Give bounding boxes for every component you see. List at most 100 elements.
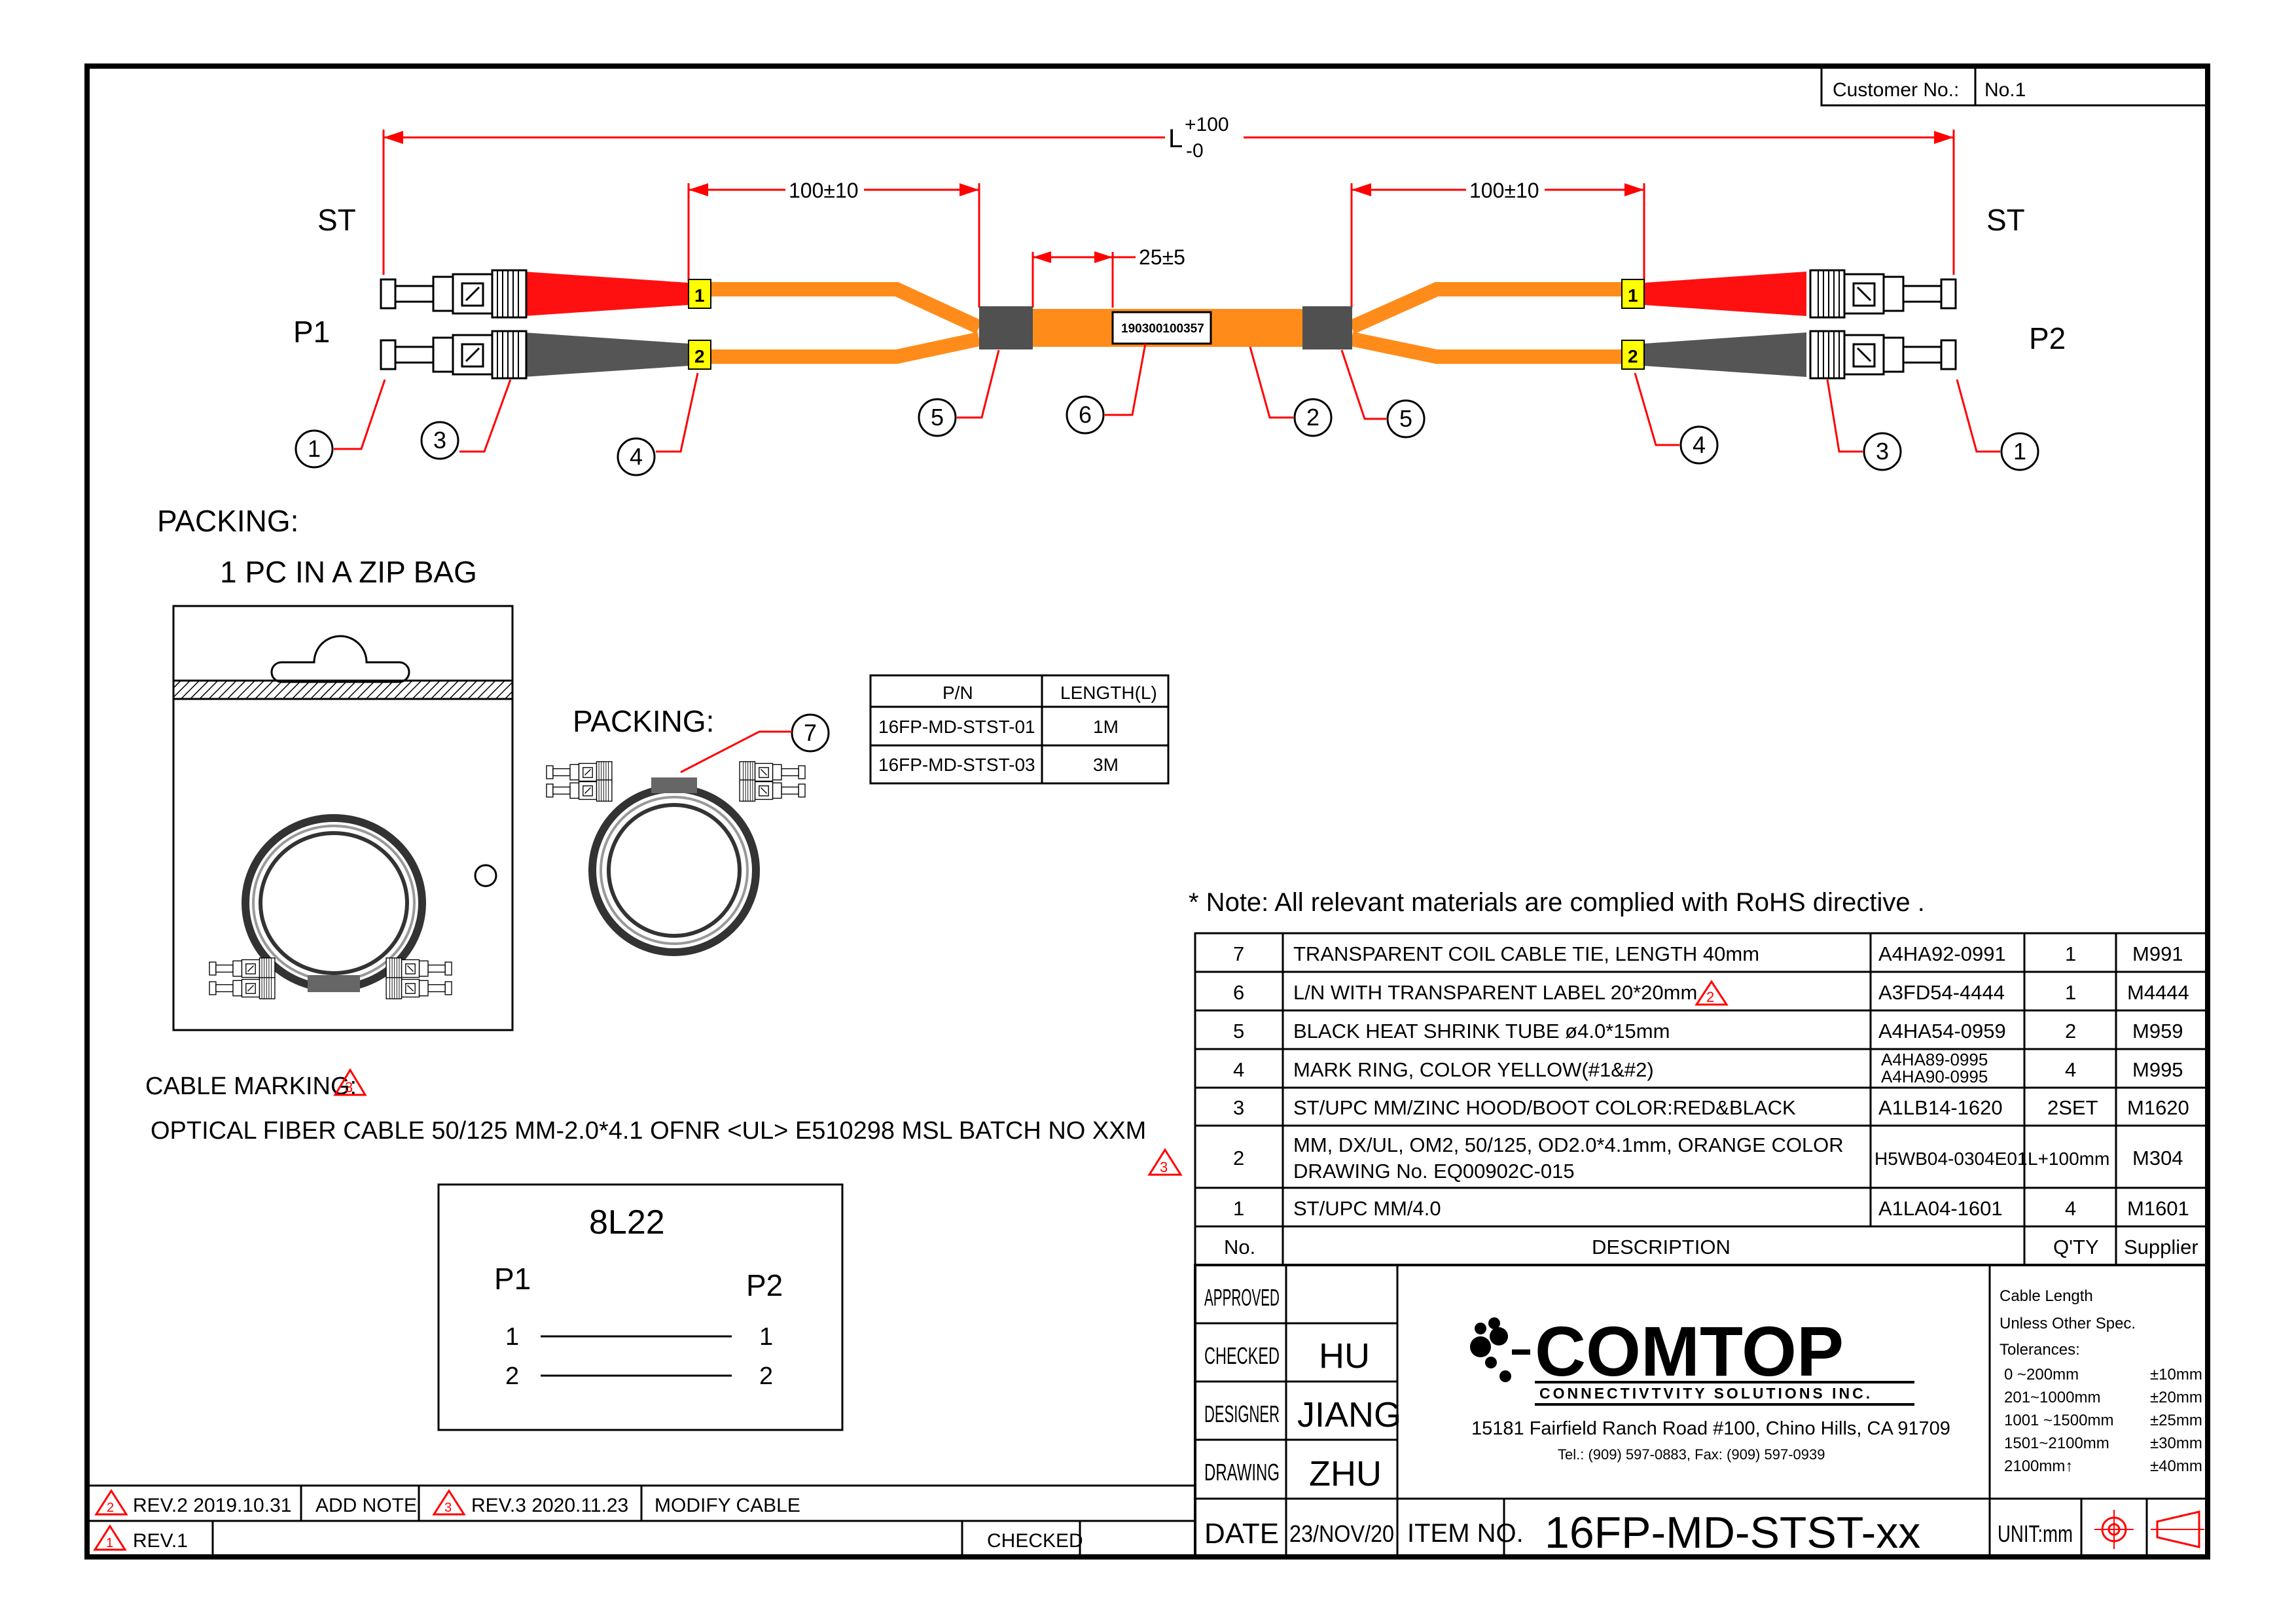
part-number-table: P/N LENGTH(L) 16FP-MD-STST-01 1M 16FP-MD… bbox=[869, 674, 1170, 785]
coil-packing-title: PACKING: bbox=[573, 704, 714, 738]
st-connector-left-1 bbox=[380, 269, 528, 319]
bom-header-no: No. bbox=[1224, 1236, 1255, 1258]
polarity-left-label: P1 bbox=[494, 1262, 531, 1296]
rev1-mark: 1 bbox=[106, 1536, 113, 1550]
balloon-1-right-text: 1 bbox=[2013, 438, 2026, 465]
right-connector-type: ST bbox=[1986, 203, 2025, 237]
tolerance-title-1: Cable Length bbox=[2000, 1287, 2093, 1305]
marker-ring-2-left-label: 2 bbox=[694, 346, 705, 366]
label-position-value: 25±5 bbox=[1139, 245, 1185, 269]
rev3-mark: 3 bbox=[444, 1501, 452, 1515]
heat-shrink-right bbox=[1302, 306, 1352, 349]
polarity-left-pin-1: 1 bbox=[505, 1323, 519, 1351]
tolerance-value-1: ±10mm bbox=[2150, 1366, 2202, 1383]
bom-row-4-part: A4HA89-0995 bbox=[1881, 1050, 1988, 1069]
bom-row-7-qty: 1 bbox=[2065, 942, 2076, 965]
breakout-dimension-right: 100±10 bbox=[1350, 179, 1645, 308]
company-contact: Tel.: (909) 597-0883, Fax: (909) 597-093… bbox=[1558, 1446, 1825, 1463]
rev2-note: ADD NOTE bbox=[315, 1495, 417, 1516]
pn-row-1-length: 1M bbox=[1093, 717, 1119, 737]
breakout-dimension-left: 100±10 bbox=[687, 179, 980, 308]
bom-row-5-no: 5 bbox=[1233, 1020, 1244, 1043]
pn-row-2-length: 3M bbox=[1093, 755, 1119, 775]
rev3-note: MODIFY CABLE bbox=[655, 1495, 800, 1516]
bom-row-4-desc: MARK RING, COLOR YELLOW(#1&#2) bbox=[1293, 1058, 1654, 1081]
bom-row-1-supplier: M1601 bbox=[2127, 1197, 2189, 1220]
balloon-3-left-text: 3 bbox=[433, 427, 446, 454]
bom-header-desc: DESCRIPTION bbox=[1592, 1236, 1731, 1258]
bom-row-2-desc: MM, DX/UL, OM2, 50/125, OD2.0*4.1mm, ORA… bbox=[1293, 1133, 1844, 1156]
checked-label: CHECKED bbox=[1204, 1342, 1280, 1369]
red-boot-right bbox=[1644, 272, 1806, 316]
left-connector-type: ST bbox=[317, 203, 356, 237]
bom-row-7-part: A4HA92-0991 bbox=[1878, 942, 2006, 965]
rev2-mark: 2 bbox=[107, 1501, 114, 1515]
company-tagline: CONNECTIVTVITY SOLUTIONS INC. bbox=[1539, 1385, 1873, 1402]
st-connector-right-2 bbox=[1809, 330, 1957, 380]
bom-row-2-no: 2 bbox=[1233, 1147, 1244, 1169]
balloon-5-left-text: 5 bbox=[931, 404, 944, 431]
balloon-5-right-text: 5 bbox=[1399, 405, 1412, 432]
tolerance-value-4: ±30mm bbox=[2150, 1435, 2202, 1452]
bom-row-4-supplier: M995 bbox=[2132, 1058, 2183, 1081]
company-address: 15181 Fairfield Ranch Road #100, Chino H… bbox=[1471, 1418, 1950, 1439]
polarity-diagram: 8L22 P1 P2 1 2 1 2 bbox=[437, 1183, 844, 1431]
overall-tol-minus: -0 bbox=[1186, 140, 1204, 162]
bom-row-5-qty: 2 bbox=[2065, 1020, 2076, 1043]
tolerance-table: Cable Length Unless Other Spec. Toleranc… bbox=[2000, 1287, 2202, 1475]
balloon-6 bbox=[1066, 395, 1105, 435]
hang-hole bbox=[270, 635, 410, 683]
bom-row-6-part: A3FD54-4444 bbox=[1878, 981, 2005, 1004]
item-no-value: 16FP-MD-STST-xx bbox=[1545, 1508, 1920, 1558]
marker-ring-1-left bbox=[688, 279, 711, 309]
zip-bag-illustration bbox=[172, 605, 514, 1031]
bom-row-3-supplier: M1620 bbox=[2127, 1096, 2189, 1119]
tolerance-title-3: Tolerances: bbox=[2000, 1341, 2080, 1359]
rev-mark-row-6-num: 2 bbox=[1706, 989, 1714, 1005]
tolerance-range-5: 2100mm↑ bbox=[2004, 1457, 2073, 1475]
customer-box: Customer No.: No.1 bbox=[1820, 65, 2209, 107]
breakout-left-value: 100±10 bbox=[789, 179, 859, 202]
title-block: APPROVED CHECKED HU DESIGNER JIANG DRAWI… bbox=[1194, 1264, 2209, 1558]
bom-row-2-supplier: M304 bbox=[2132, 1147, 2183, 1169]
rev-mark-row-2: 3 bbox=[1147, 1148, 1183, 1176]
tolerance-value-2: ±20mm bbox=[2150, 1389, 2202, 1406]
bom-header-supplier: Supplier bbox=[2124, 1236, 2198, 1258]
bom-row-4-no: 4 bbox=[1233, 1058, 1244, 1081]
st-connector-right-1 bbox=[1809, 269, 1957, 319]
coiled-cable-illustration: 7 bbox=[546, 713, 830, 956]
pn-header-length: LENGTH(L) bbox=[1060, 683, 1157, 703]
packing-subtitle: 1 PC IN A ZIP BAG bbox=[220, 555, 477, 589]
unit-label: UNIT:mm bbox=[1998, 1520, 2073, 1547]
rev-mark-cable-marking-num: 3 bbox=[345, 1079, 353, 1096]
overall-length-symbol: L bbox=[1168, 124, 1183, 153]
rev3-label: REV.3 2020.11.23 bbox=[471, 1495, 628, 1516]
tolerance-value-3: ±25mm bbox=[2150, 1412, 2202, 1429]
tolerance-title-2: Unless Other Spec. bbox=[2000, 1315, 2136, 1332]
bom-row-5-part: A4HA54-0959 bbox=[1878, 1020, 2006, 1043]
cable-marking-text: OPTICAL FIBER CABLE 50/125 MM-2.0*4.1 OF… bbox=[151, 1117, 1146, 1145]
rev1-label: REV.1 bbox=[133, 1530, 188, 1552]
customer-label: Customer No.: bbox=[1833, 79, 1959, 101]
drawing-label: DRAWING bbox=[1204, 1459, 1280, 1486]
company-name: COMTOP bbox=[1535, 1311, 1844, 1391]
balloon-7 bbox=[791, 713, 830, 753]
balloon-3-right bbox=[1863, 432, 1902, 471]
pn-row-2-pn: 16FP-MD-STST-03 bbox=[878, 755, 1035, 775]
rev-mark-row-2-num: 3 bbox=[1160, 1159, 1168, 1175]
balloon-7-text: 7 bbox=[804, 719, 817, 746]
designer-value: JIANG bbox=[1297, 1395, 1401, 1435]
balloon-4-left-text: 4 bbox=[630, 443, 643, 470]
st-connector-left-2 bbox=[380, 330, 528, 380]
polarity-right-pin-1: 1 bbox=[759, 1323, 773, 1351]
item-no-label: ITEM NO. bbox=[1407, 1519, 1524, 1548]
tolerance-range-1: 0 ~200mm bbox=[2004, 1366, 2079, 1383]
sheet-border bbox=[84, 63, 2210, 1560]
marker-ring-2-right bbox=[1621, 340, 1645, 370]
balloon-5-right bbox=[1386, 399, 1426, 438]
heat-shrink-left bbox=[979, 306, 1033, 349]
marker-ring-1-left-label: 1 bbox=[694, 285, 705, 306]
date-value: 23/NOV/20 bbox=[1289, 1520, 1394, 1547]
tolerance-range-4: 1501~2100mm bbox=[2004, 1435, 2109, 1452]
